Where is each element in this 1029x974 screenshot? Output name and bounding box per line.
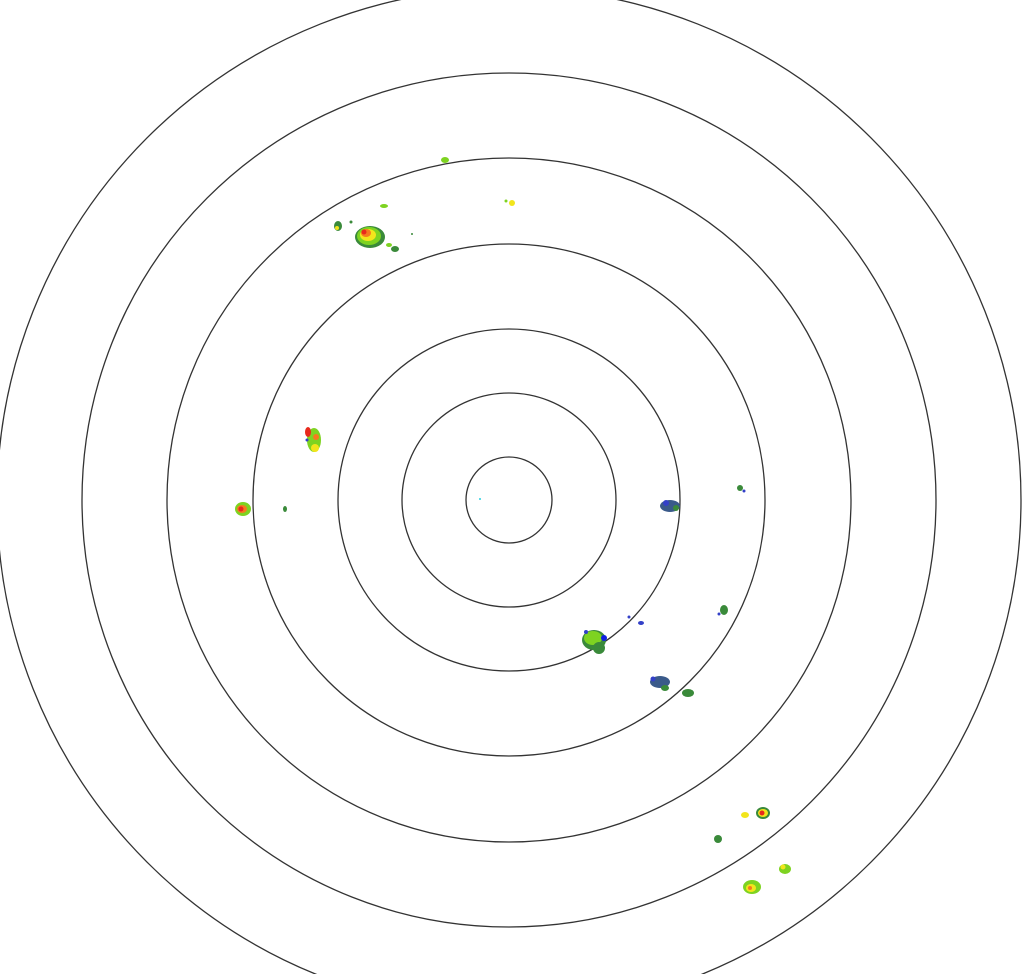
echo-cell-south [582, 615, 694, 697]
range-ring-3 [337, 328, 681, 672]
radar-echoes [235, 157, 791, 894]
echo-cell-east [660, 485, 746, 616]
echo-cell-west [235, 427, 321, 516]
range-ring-4 [252, 243, 766, 757]
range-ring-2 [401, 392, 617, 608]
echo-near-center [479, 498, 481, 500]
range-ring-6 [81, 72, 937, 928]
echo-cell-northwest [334, 157, 515, 252]
echo-cell-far-southeast [714, 807, 791, 894]
range-ring-5 [166, 157, 852, 843]
range-ring-1 [465, 456, 553, 544]
